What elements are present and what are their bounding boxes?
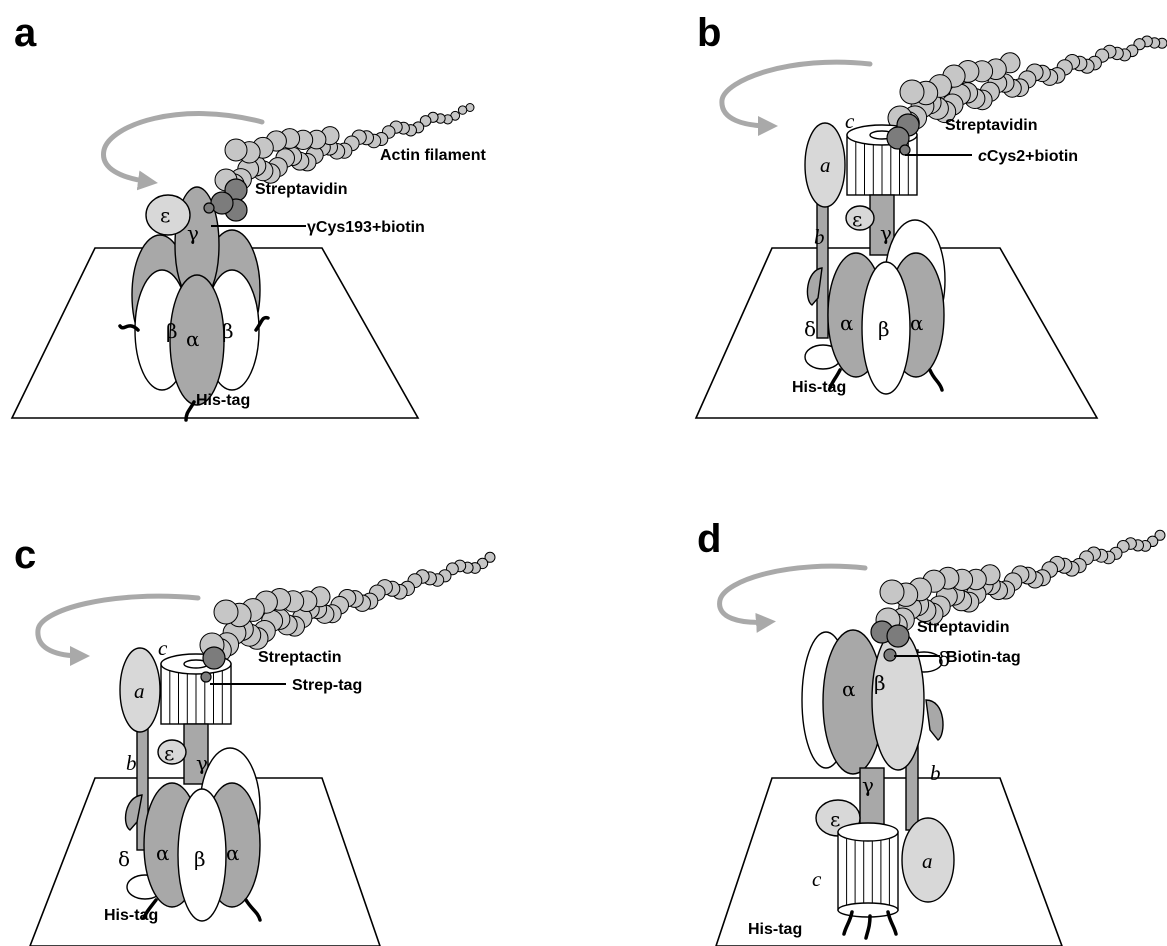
streptavidin-bead-d-2 [887,625,909,647]
attachment-label-a: γCys193+biotin [307,219,425,236]
his-tag-label-c: His-tag [104,907,158,924]
his-tag-label-b: His-tag [792,379,846,396]
strep-tag-dot-c [201,672,211,682]
alpha-right-label-b: α [910,311,924,335]
attachment-label-b-italic: c [978,148,987,165]
panel-c: c c a b ε γ δ α β α Streptactin Strep-ta… [14,533,495,946]
actin-bead-b [900,80,924,104]
delta-label-c: δ [118,847,130,871]
beta-right-label-a: β [222,319,234,343]
attachment-label-c: Strep-tag [292,677,362,694]
attachment-label-b-rest: Cys2+biotin [987,148,1078,165]
panel-letter-c: c [14,533,36,577]
b-label-b: b [814,225,825,249]
his-tag-label-d: His-tag [748,921,802,938]
actin-bead-a [458,106,466,114]
b-label-c: b [126,751,137,775]
b-label-d: b [930,761,941,785]
panel-b: b c a b ε γ δ α β α Streptavid [696,11,1167,418]
rotation-arrow-d [720,566,865,622]
beta-label-d: β [874,671,886,695]
epsilon-label-b: ε [852,207,862,231]
rotation-arrow-c [38,596,198,656]
delta-arm-d [926,700,943,740]
actin-bead-d [880,580,904,604]
biotin-dot-a [204,203,214,213]
actin-bead-a [225,139,247,161]
actin-filament-label-a: Actin filament [380,147,486,164]
alpha-left-label-c: α [156,841,170,865]
alpha-label-a: α [186,327,200,351]
actin-bead-c [214,600,238,624]
c-ring-label-b: c [845,109,855,133]
panel-a: a ε γ β α β Actin filament Streptavidin … [12,11,486,420]
attachment-label-b: cCys2+biotin [978,148,1078,165]
his-tag-label-a: His-tag [196,392,250,409]
biotin-dot-b [900,145,910,155]
epsilon-label-a: ε [160,203,170,227]
attachment-label-d: Biotin-tag [946,649,1021,666]
beta-subunit-d [872,630,924,770]
alpha-right-label-c: α [226,841,240,865]
streptavidin-label-b: Streptavidin [945,117,1037,134]
delta-label-b: δ [804,317,816,341]
streptavidin-label-d: Streptavidin [917,619,1009,636]
gamma-label-c: γ [196,751,208,775]
epsilon-label-c: ε [164,741,174,765]
a-label-b: a [820,153,831,177]
panel-letter-d: d [697,517,721,561]
panel-d: d α β δ γ b ε c a Streptavidin Biot [697,517,1165,946]
actin-filament-c [200,552,495,662]
streptavidin-bead-a-3 [211,192,233,214]
epsilon-label-d: ε [830,807,840,831]
c-ring-label-d: c [812,867,822,891]
streptactin-label-c: Streptactin [258,649,342,666]
gamma-label-b: γ [880,221,892,245]
c-ring-top-d [838,823,898,841]
alpha-left-label-b: α [840,311,854,335]
c-ring-label-c: c [158,636,168,660]
streptactin-bead-c [203,647,225,669]
panel-letter-b: b [697,11,721,55]
alpha-label-d: α [842,677,856,701]
a-label-c: a [134,679,145,703]
streptavidin-label-a: Streptavidin [255,181,347,198]
gamma-label-a: γ [187,221,199,245]
beta-label-b: β [878,317,890,341]
a-label-d: a [922,849,933,873]
beta-left-label-a: β [166,319,178,343]
gamma-label-d: γ [862,773,874,797]
beta-label-c: β [194,847,206,871]
panel-letter-a: a [14,11,37,55]
